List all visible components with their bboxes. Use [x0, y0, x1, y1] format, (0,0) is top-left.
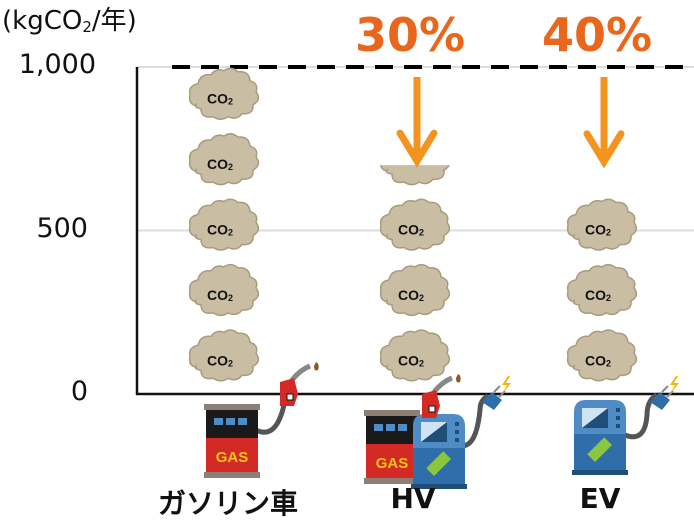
gas-pump-icon: GAS	[364, 410, 420, 484]
fuel-drop-icon	[456, 374, 461, 383]
hose	[624, 392, 659, 440]
cloud-shape	[379, 329, 451, 382]
y-tick-label-1000: 1,000	[18, 49, 96, 80]
co2-cloud-icon: CO2	[566, 263, 638, 317]
y-axis-unit-label: (kgCO2/年)	[2, 6, 137, 36]
cloud-shape	[566, 263, 638, 317]
gas-pump-icon: GAS	[204, 404, 260, 478]
icon-gasoline-car: GAS	[204, 362, 319, 478]
electric-charger-icon	[572, 400, 628, 475]
x-category-label-1: HV	[390, 482, 436, 515]
electric-charger-icon	[411, 414, 467, 489]
cloud-label: CO2	[207, 222, 233, 238]
reduction-arrow-ev	[583, 77, 625, 169]
cloud-label: CO2	[398, 222, 424, 238]
lightning-icon	[502, 376, 511, 394]
co2-cloud-icon: CO2	[188, 133, 260, 186]
co2-cloud-icon: CO2	[566, 329, 638, 382]
co2-cloud-icon: CO2	[379, 198, 451, 251]
cloud-label: CO2	[207, 156, 233, 172]
reduction-arrow-hv	[396, 77, 438, 168]
co2-cloud-icon: CO2	[188, 329, 260, 382]
co2-cloud-icon: CO2	[188, 67, 260, 120]
hose	[254, 404, 287, 435]
x-category-label-0: ガソリン車	[157, 487, 298, 520]
cloud-shape	[566, 329, 638, 382]
battery-icon	[587, 437, 613, 463]
cloud-label: CO2	[585, 222, 611, 238]
arrow-head	[396, 129, 438, 168]
y-tick-label-500: 500	[36, 212, 88, 244]
cloud-shape	[188, 329, 260, 382]
y-tick-label-0: 0	[70, 376, 88, 407]
cloud-shape	[188, 133, 260, 186]
gas-label: GAS	[216, 449, 249, 466]
gas-label: GAS	[376, 455, 409, 472]
reduction-label-hv: 30%	[355, 8, 466, 62]
cloud-label: CO2	[398, 352, 424, 368]
cloud-label: CO2	[207, 91, 233, 107]
cloud-label: CO2	[585, 352, 611, 368]
icon-hybrid: GAS	[364, 374, 511, 489]
battery-icon	[426, 451, 452, 477]
fuel-nozzle-icon	[422, 374, 461, 418]
reduction-label-ev: 40%	[542, 8, 653, 62]
cloud-label: CO2	[207, 352, 233, 368]
co2-cloud-icon: CO2	[379, 263, 451, 317]
cloud-shape	[188, 263, 260, 317]
lightning-icon	[670, 376, 679, 394]
cloud-shape	[188, 67, 260, 120]
cloud-shape	[566, 198, 638, 251]
electric-plug-icon	[482, 376, 511, 410]
cloud-label: CO2	[207, 287, 233, 303]
cloud-shape	[379, 198, 451, 251]
cloud-label: CO2	[585, 287, 611, 303]
co2-cloud-icon: CO2	[566, 198, 638, 251]
fuel-nozzle-icon	[280, 362, 319, 406]
fuel-drop-icon	[314, 362, 319, 371]
x-category-label-2: EV	[579, 482, 621, 515]
arrow-head	[583, 130, 625, 169]
co2-cloud-icon: CO2	[188, 198, 260, 251]
co2-cloud-icon: CO2	[379, 329, 451, 382]
cloud-shape	[380, 165, 450, 186]
icon-electric-vehicle	[572, 376, 679, 475]
cloud-shape	[379, 263, 451, 317]
electric-plug-icon	[650, 376, 679, 410]
co2-cloud-icon: CO2	[188, 263, 260, 317]
co2-cloud-icon	[380, 165, 450, 186]
cloud-label: CO2	[398, 287, 424, 303]
cloud-shape	[188, 198, 260, 251]
